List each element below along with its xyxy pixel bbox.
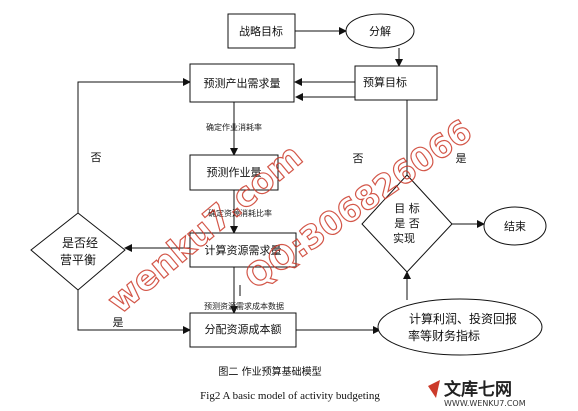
calc-resource-demand-label: 计算资源需求量 <box>205 243 282 257</box>
watermark-qq: QQ:306826066 <box>238 112 479 297</box>
label-determine-consumption-rate: 确定作业消耗率 <box>206 122 262 132</box>
target-line1: 目 标 <box>394 201 420 215</box>
node-budget-target: 预算目标 <box>354 65 438 101</box>
node-strategy-goal: 战略目标 <box>227 13 296 49</box>
node-allocate-resource-cost: 分配资源成本额 <box>189 312 297 348</box>
wenku7-logo: 文库七网 WWW.WENKU7.COM <box>428 379 526 408</box>
target-line3: 实现 <box>393 231 415 245</box>
budget-target-label: 预算目标 <box>363 75 407 89</box>
node-predict-output-demand: 预测产出需求量 <box>189 63 295 103</box>
label-predict-resource-cost-data: 预测资源需求成本数据 <box>204 301 284 311</box>
label-target-yes: 是 <box>456 152 467 165</box>
node-decompose: 分解 <box>345 13 415 49</box>
target-line2: 是 否 <box>394 217 420 230</box>
balance-line1: 是否经 <box>62 236 98 250</box>
label-balance-yes: 是 <box>113 316 124 329</box>
balance-line2: 营平衡 <box>60 253 96 267</box>
edge-balance-yes <box>77 290 191 334</box>
predict-output-demand-label: 预测产出需求量 <box>204 76 281 90</box>
decompose-label: 分解 <box>369 24 391 38</box>
financial-line1: 计算利润、投资回报 <box>409 311 517 326</box>
end-label: 结束 <box>504 220 526 233</box>
node-balance-decision: 是否经 营平衡 <box>30 212 126 291</box>
logo-mark-icon <box>428 380 440 398</box>
caption-english: Fig2 A basic model of activity budgeting <box>200 390 380 402</box>
caption-chinese: 图二 作业预算基础模型 <box>218 365 321 378</box>
allocate-resource-cost-label: 分配资源成本额 <box>205 322 282 336</box>
edge-balance-no-loop <box>77 78 191 213</box>
financial-line2: 率等财务指标 <box>408 328 480 343</box>
node-predict-activity: 预测作业量 <box>189 154 279 191</box>
node-target-decision: 目 标 是 否 实现 <box>361 174 453 273</box>
label-balance-no: 否 <box>91 151 102 164</box>
node-financial-indicators: 计算利润、投资回报 率等财务指标 <box>377 298 543 356</box>
logo-url-text: WWW.WENKU7.COM <box>444 399 526 408</box>
predict-activity-label: 预测作业量 <box>207 166 262 179</box>
strategy-goal-label: 战略目标 <box>239 24 283 38</box>
label-target-no: 否 <box>353 152 364 165</box>
node-calc-resource-demand: 计算资源需求量 <box>189 232 297 268</box>
node-end: 结束 <box>483 206 547 246</box>
logo-main-text: 文库七网 <box>444 379 512 400</box>
label-determine-resource-ratio: 确定资源消耗比率 <box>208 208 272 218</box>
